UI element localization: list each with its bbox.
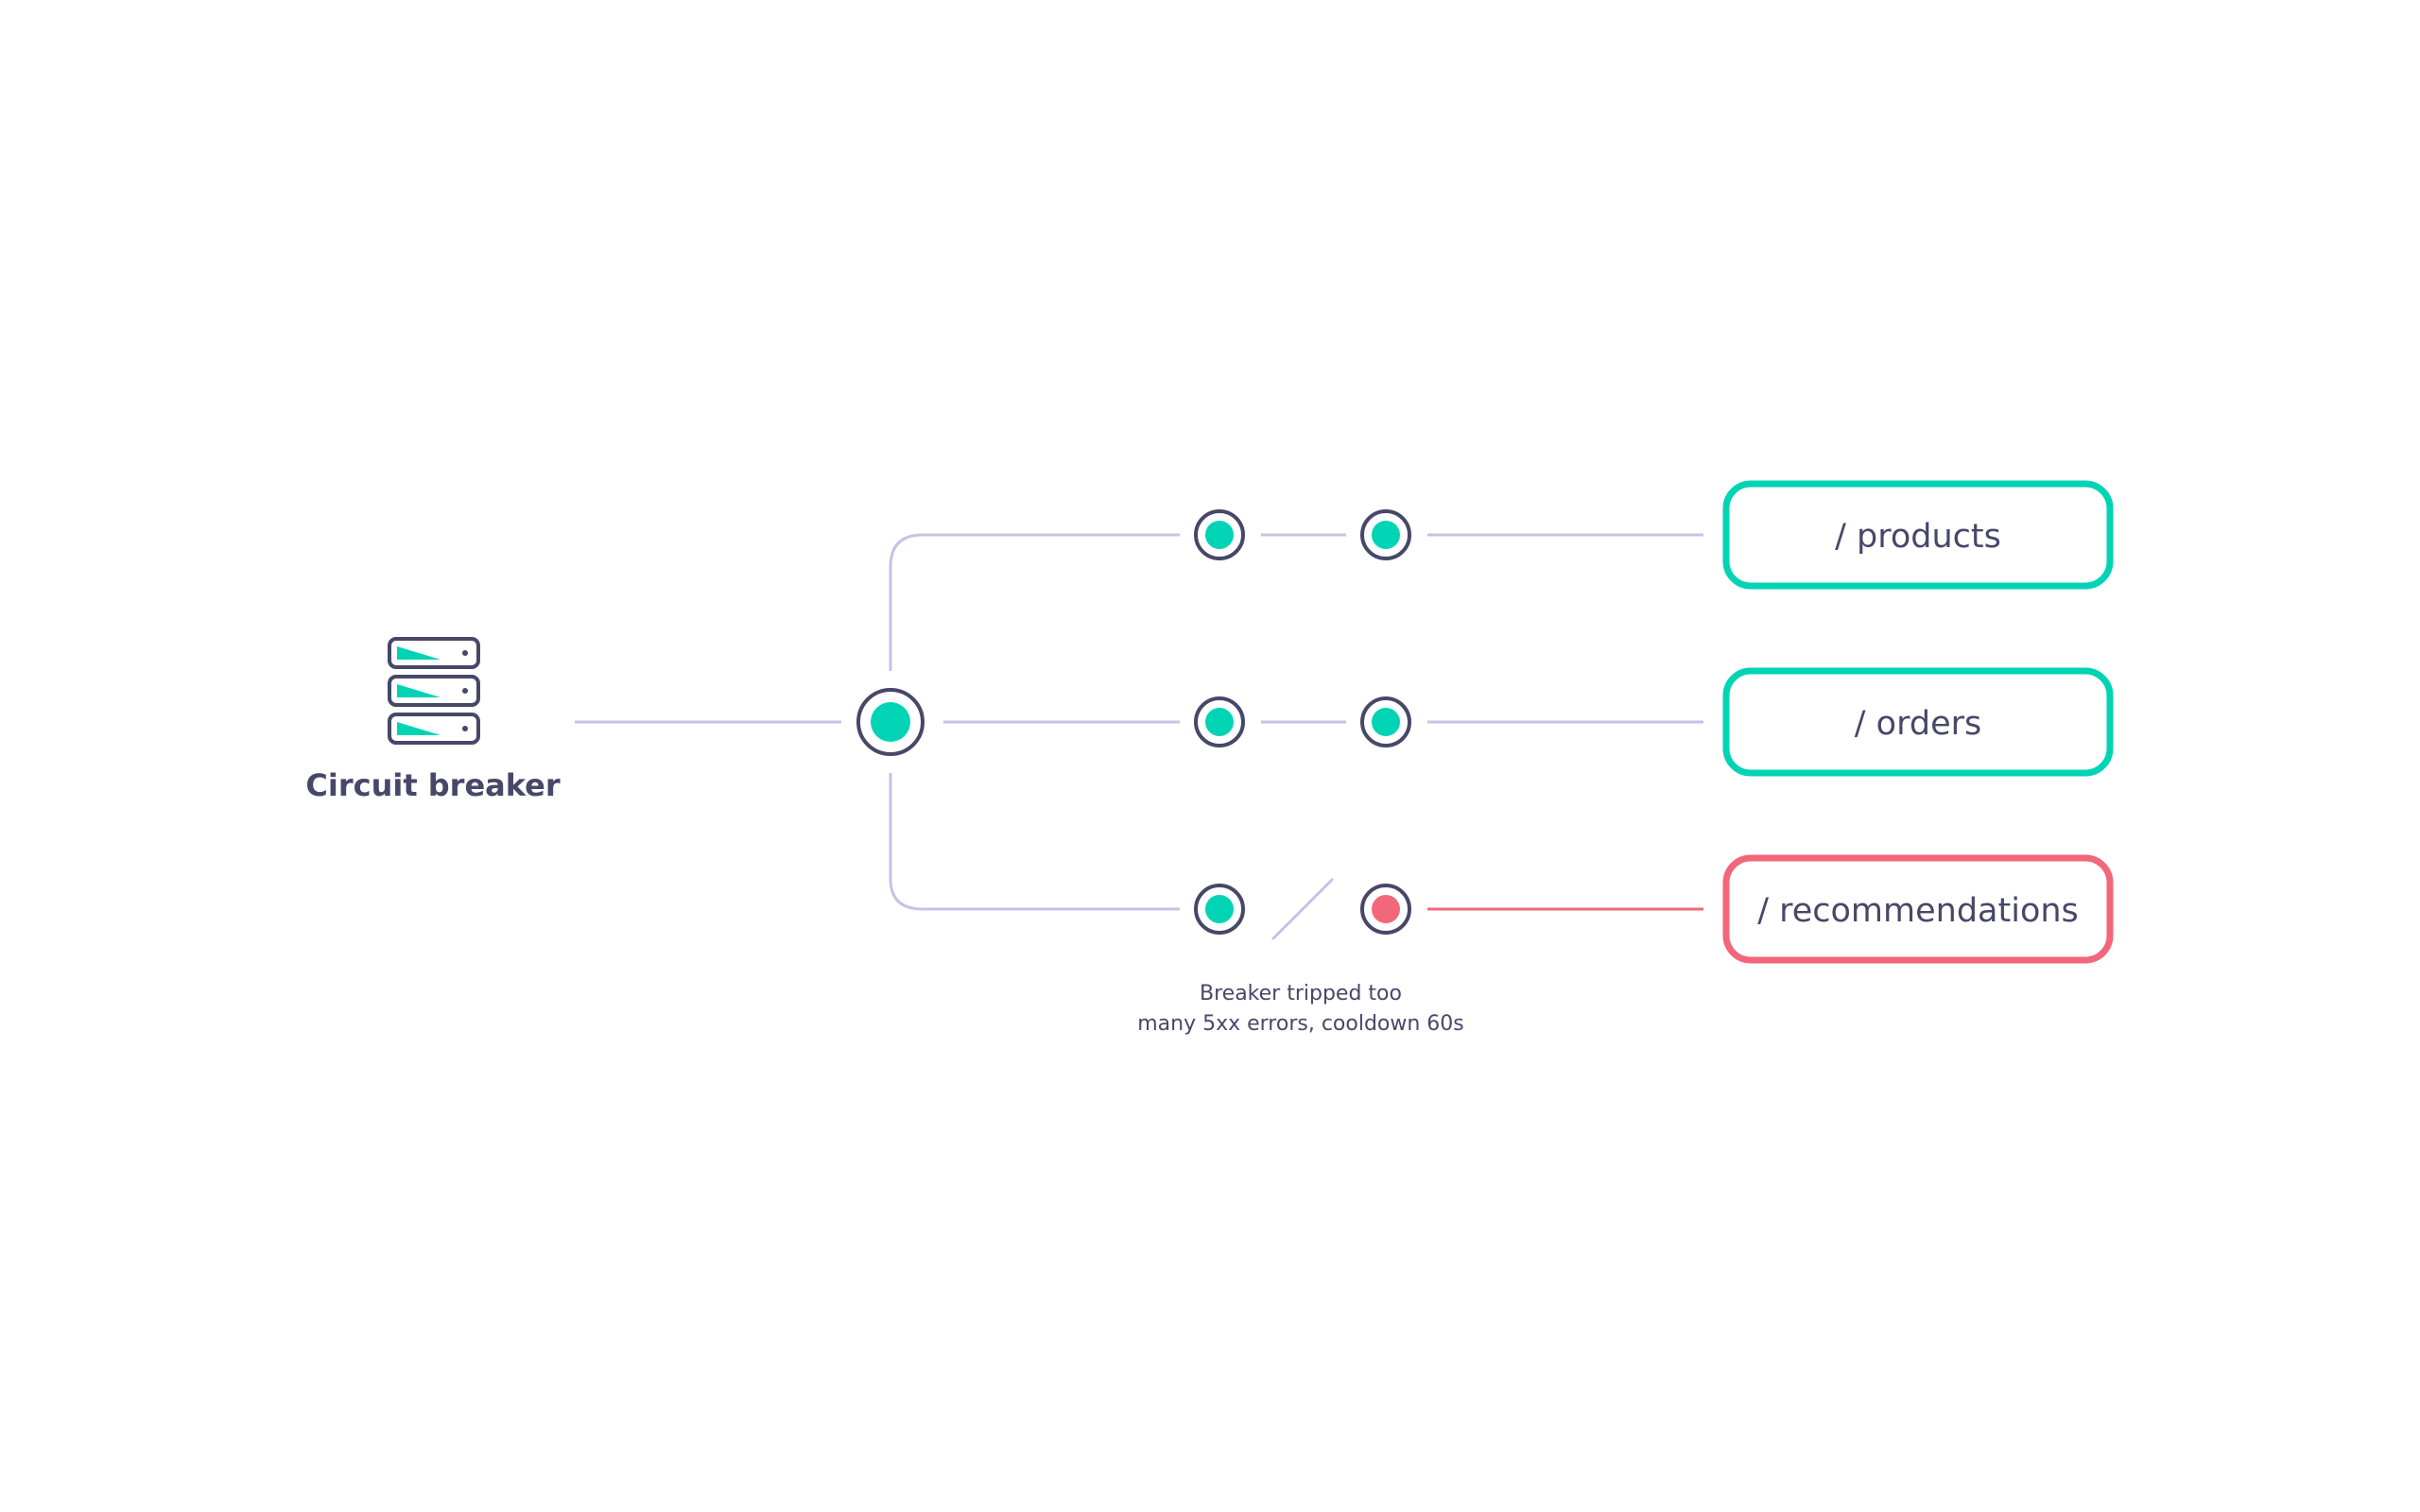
breaker-note-line-2: many 5xx errors, cooldown 60s	[1137, 1012, 1464, 1036]
breaker-note: Breaker tripped too many 5xx errors, coo…	[1137, 982, 1464, 1036]
server-label: Circuit breaker	[305, 767, 561, 803]
node-orders-2	[1360, 696, 1411, 747]
route-box-orders: / orders	[1722, 667, 2114, 777]
server-stack-icon	[388, 637, 480, 745]
breaker-note-line-1: Breaker tripped too	[1200, 982, 1402, 1005]
node-products-1	[1194, 509, 1245, 560]
server-unit-bottom	[388, 713, 480, 745]
node-orders-1	[1194, 696, 1245, 747]
route-box-recommendations: / recommendations	[1722, 854, 2114, 964]
server-unit-top	[388, 637, 480, 669]
open-switch-line	[1270, 877, 1335, 941]
connector-lines	[575, 533, 1703, 941]
route-box-products: / products	[1722, 480, 2114, 590]
node-products-2	[1360, 509, 1411, 560]
route-label-products: / products	[1835, 518, 2001, 556]
route-label-orders: / orders	[1855, 705, 1981, 743]
node-recommendations-1	[1194, 884, 1245, 935]
node-recommendations-tripped	[1360, 884, 1411, 935]
route-label-recommendations: / recommendations	[1757, 892, 2079, 930]
hub-node	[856, 688, 925, 756]
branch-products	[889, 533, 1180, 671]
branch-recommendations	[889, 773, 1180, 911]
server-unit-middle	[388, 675, 480, 707]
